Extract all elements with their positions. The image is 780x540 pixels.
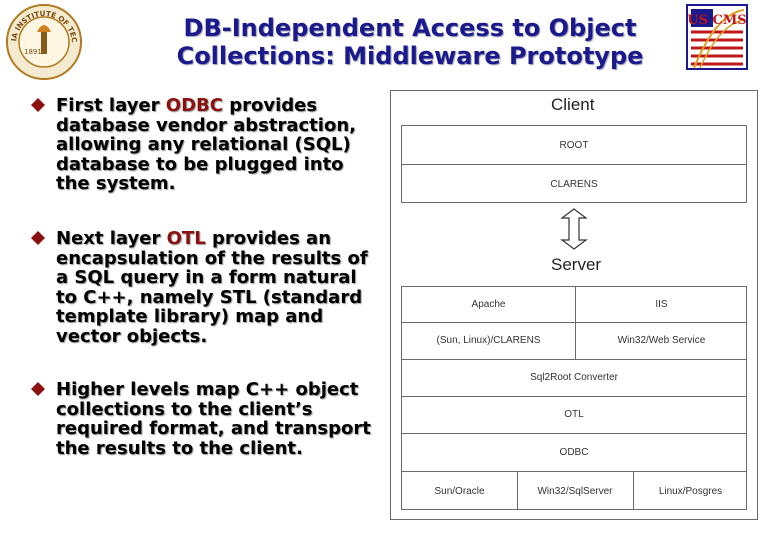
title-line-1: DB-Independent Access to Object	[183, 14, 637, 42]
seal-year: 1891	[24, 48, 42, 56]
architecture-diagram: Client ROOT CLARENS Server Apache IIS (S…	[390, 90, 758, 520]
logo-text: US CMS	[687, 13, 746, 28]
layer-sql2root-converter: Sql2Root Converter	[530, 372, 618, 383]
layer-root: ROOT	[559, 139, 589, 151]
layer-odbc: ODBC	[559, 447, 589, 458]
server-header: Server	[551, 255, 602, 274]
server-stack: Apache IIS (Sun, Linux)/CLARENS Win32/We…	[401, 286, 747, 510]
us-cms-logo-icon: US CMS	[686, 4, 748, 70]
client-stack: ROOT CLARENS	[401, 125, 747, 203]
layer-clarens-client: CLARENS	[550, 178, 598, 190]
highlight-odbc: ODBC	[165, 95, 223, 116]
db-linux-postgres: Linux/Posgres	[658, 485, 723, 497]
layer-otl: OTL	[564, 409, 584, 420]
caltech-seal-icon: CALIFORNIA INSTITUTE OF TECHNOLOGY 1891	[4, 2, 82, 80]
page-title: DB-Independent Access to Object Collecti…	[130, 14, 690, 70]
bullet-item-higher-levels: Higher levels map C++ object collections…	[30, 380, 380, 458]
highlight-otl: OTL	[166, 228, 206, 249]
client-header: Client	[551, 95, 595, 114]
db-sun-oracle: Sun/Oracle	[434, 485, 485, 497]
double-arrow-icon	[560, 208, 588, 250]
layer-clarens-server: (Sun, Linux)/CLARENS	[436, 335, 541, 346]
layer-iis: IIS	[655, 299, 668, 310]
bullet-item-odbc: First layer ODBC provides database vendo…	[30, 96, 380, 194]
layer-apache: Apache	[471, 299, 506, 310]
diamond-bullet-icon	[31, 382, 45, 396]
bullet-item-otl: Next layer OTL provides an encapsulation…	[30, 229, 380, 346]
diamond-bullet-icon	[31, 98, 45, 112]
diamond-bullet-icon	[31, 231, 45, 245]
title-line-2: Collections: Middleware Prototype	[176, 42, 644, 70]
db-win32-sqlserver: Win32/SqlServer	[537, 485, 613, 497]
layer-web-service: Win32/Web Service	[617, 335, 706, 346]
